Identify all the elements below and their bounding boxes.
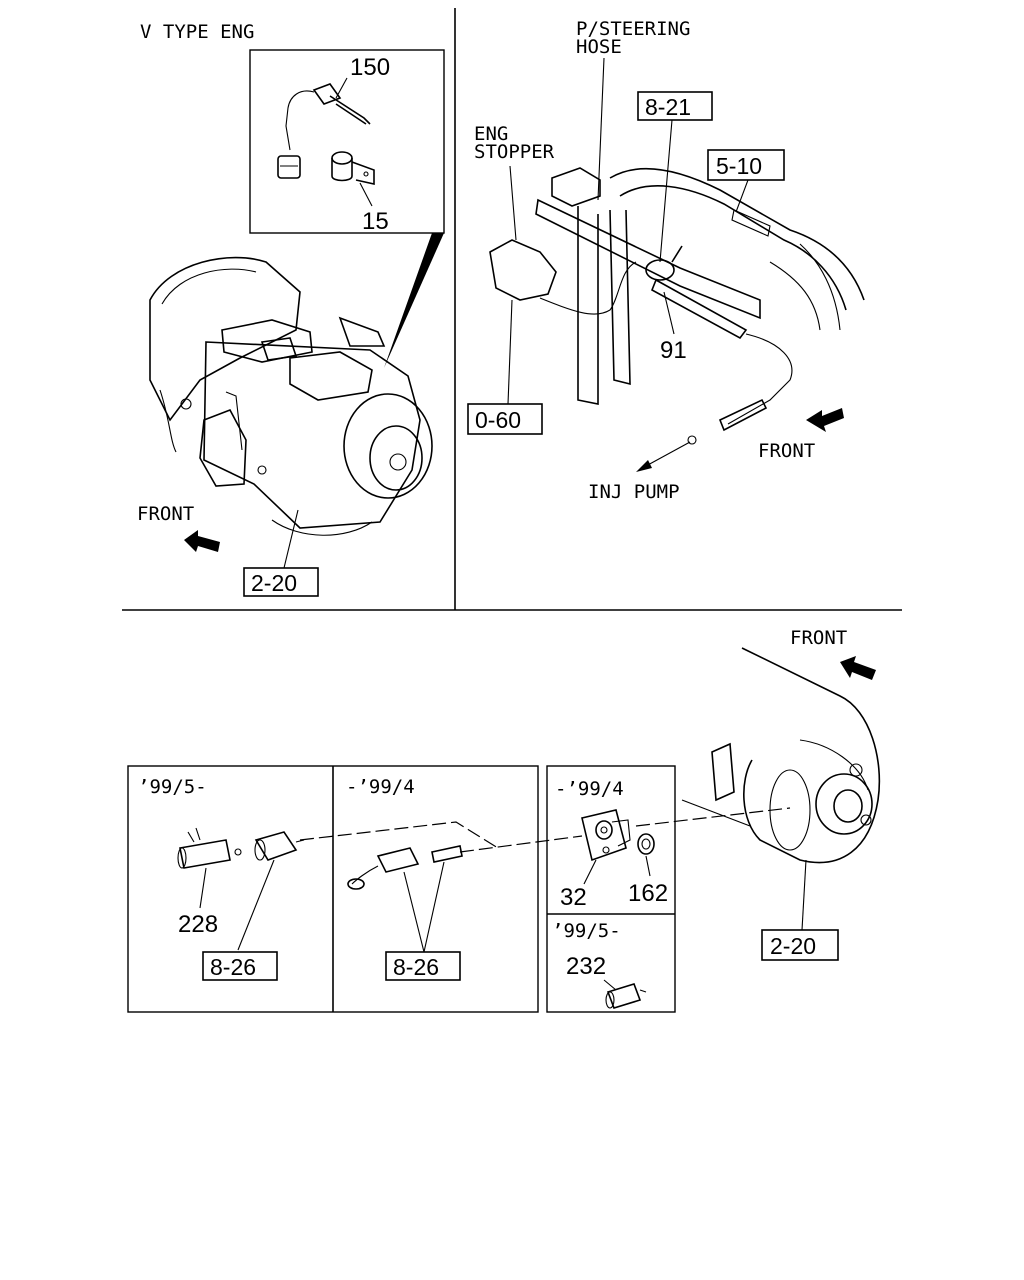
part-number-91: 91 — [660, 337, 687, 364]
ref-box-8-26-b — [385, 951, 461, 981]
inj-pump-arrow-head — [636, 460, 652, 472]
part-162-drawing — [637, 833, 655, 855]
leader-8-21 — [659, 119, 673, 263]
chassis-drawing — [489, 167, 865, 445]
clip-15-drawing — [331, 151, 375, 185]
eng-stopper-label-2: STOPPER — [474, 141, 555, 163]
front-arrow-1 — [184, 530, 220, 552]
part-number-150: 150 — [350, 54, 390, 81]
ref-2-20-a: 2-20 — [251, 570, 297, 596]
leader-232 — [603, 979, 617, 991]
ref-8-26-a: 8-26 — [210, 954, 256, 980]
leader-8-26-b2 — [423, 861, 445, 953]
part-number-228: 228 — [178, 911, 218, 938]
p-steering-label-2: HOSE — [576, 36, 622, 58]
part-32-drawing — [581, 809, 631, 862]
ref-box-5-10 — [707, 149, 785, 181]
leader-228 — [199, 867, 207, 909]
period-99-4-a: -’99/4 — [346, 776, 415, 798]
front-label-2: FRONT — [758, 440, 815, 462]
leader-p-steering — [597, 57, 605, 201]
ref-2-20-b: 2-20 — [770, 933, 816, 959]
p-steering-label-1: P/STEERING — [576, 18, 690, 40]
period-99-5-a: ’99/5- — [138, 776, 207, 798]
leader-91 — [663, 291, 675, 335]
ref-box-2-20-b — [761, 929, 839, 961]
leader-8-26-b1 — [403, 871, 425, 953]
ref-0-60: 0-60 — [475, 407, 521, 433]
period-99-4-b: -’99/4 — [555, 778, 624, 800]
part-number-32: 32 — [560, 884, 587, 911]
sensor-b-drawing — [347, 845, 463, 890]
ref-box-0-60 — [467, 403, 543, 435]
leader-162 — [645, 855, 651, 877]
leader-150 — [335, 77, 348, 99]
leader-eng-stopper — [509, 165, 517, 241]
inset-box — [249, 49, 445, 234]
leader-2-20-a — [283, 509, 299, 569]
rear-housing-drawing — [681, 647, 881, 864]
leader-8-26-a — [237, 859, 275, 951]
inset-leader — [384, 233, 444, 368]
ref-box-2-20-a — [243, 567, 319, 597]
ref-box-8-26-a — [202, 951, 278, 981]
front-arrow-3 — [840, 656, 876, 680]
ref-box-8-21 — [637, 91, 713, 121]
ref-8-26-b: 8-26 — [393, 954, 439, 980]
ref-5-10: 5-10 — [716, 153, 762, 179]
eng-stopper-label-1: ENG — [474, 123, 508, 145]
part-number-162: 162 — [628, 880, 668, 907]
front-label-3: FRONT — [790, 627, 847, 649]
inj-pump-label: INJ PUMP — [588, 481, 680, 503]
leader-0-60 — [507, 299, 513, 405]
leader-5-10 — [735, 179, 749, 213]
inj-pump-arrow-line — [645, 441, 691, 467]
assembly-dashed-lines — [299, 807, 791, 853]
leader-2-20-b — [801, 859, 807, 931]
part-number-232: 232 — [566, 953, 606, 980]
part-232-drawing — [605, 983, 647, 1009]
transmission-drawing — [149, 256, 433, 536]
part-228-drawing — [177, 827, 242, 869]
sensor-a-drawing — [254, 831, 305, 861]
front-label-1: FRONT — [137, 503, 194, 525]
v-type-eng-label: V TYPE ENG — [140, 21, 254, 43]
leader-15 — [359, 182, 373, 207]
inset-frame-right — [546, 765, 676, 1013]
period-99-5-b: ’99/5- — [552, 920, 621, 942]
sensor-150-drawing — [277, 83, 371, 179]
part-number-15: 15 — [362, 208, 389, 235]
ref-8-21: 8-21 — [645, 94, 691, 120]
front-arrow-2 — [806, 408, 844, 432]
leader-32 — [583, 859, 597, 885]
